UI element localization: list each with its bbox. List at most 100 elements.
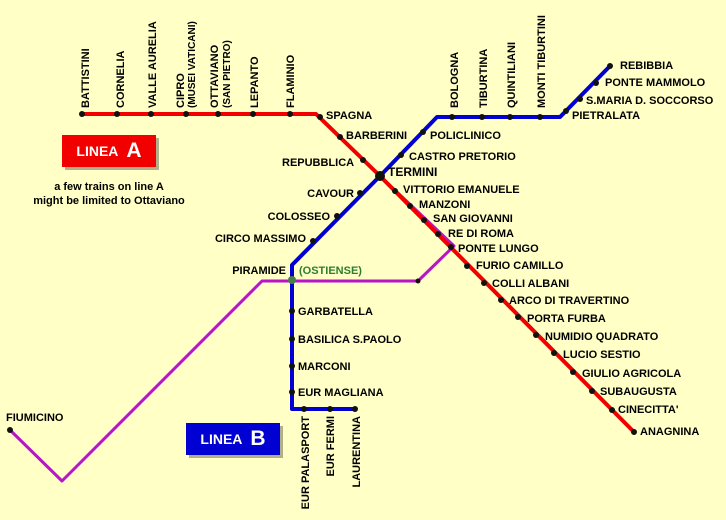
label-vittorio-emanuele: VITTORIO EMANUELE — [403, 184, 520, 196]
label-cavour: CAVOUR — [307, 188, 354, 200]
label-lepanto: LEPANTO — [249, 56, 261, 108]
station-dot-colosseo[interactable] — [334, 213, 340, 219]
label-manzoni: MANZONI — [419, 199, 470, 211]
label-lucio-sestio: LUCIO SESTIO — [563, 349, 641, 361]
station-dot-subaugusta[interactable] — [589, 388, 595, 394]
line-a-note-line2: might be limited to Ottaviano — [33, 195, 185, 207]
label-cornelia: CORNELIA — [115, 51, 127, 109]
line-a-legend-word: LINEA — [76, 143, 119, 159]
station-dot-rebibbia[interactable] — [607, 63, 613, 69]
station-dot-anagnina[interactable] — [631, 429, 637, 435]
station-dot-porta-furba[interactable] — [515, 314, 521, 320]
station-dot-cinecitta[interactable] — [609, 407, 615, 413]
label-subaugusta: SUBAUGUSTA — [600, 386, 677, 398]
line-a-note: a few trains on line A might be limited … — [20, 180, 198, 208]
station-dot-manzoni[interactable] — [407, 203, 413, 209]
line-a-legend-letter: A — [126, 139, 142, 162]
label-santa-maria: S.MARIA D. SOCCORSO — [586, 95, 714, 107]
label-arco-di-travertino: ARCO DI TRAVERTINO — [509, 295, 630, 307]
station-dot-valle-aurelia[interactable] — [148, 111, 154, 117]
label-san-giovanni: SAN GIOVANNI — [433, 213, 513, 225]
label-ostiense: (OSTIENSE) — [299, 265, 362, 277]
label-marconi: MARCONI — [298, 361, 351, 373]
line-b-legend-letter: B — [250, 427, 266, 450]
label-termini: TERMINI — [388, 165, 437, 179]
station-dot-termini[interactable] — [375, 171, 385, 181]
station-dot-arco-di-travertino[interactable] — [498, 297, 504, 303]
station-dot-monti-tiburtini[interactable] — [537, 114, 543, 120]
label-cinecitta: CINECITTA' — [618, 404, 679, 416]
station-dot-laurentina[interactable] — [352, 406, 358, 412]
line-b-legend-word: LINEA — [200, 431, 243, 447]
label-quintiliani: QUINTILIANI — [506, 42, 518, 108]
station-dot-ponte-lungo[interactable] — [448, 244, 454, 250]
station-dot-colli-albani[interactable] — [481, 280, 487, 286]
station-dot-garbatella[interactable] — [289, 308, 295, 314]
label-fiumicino: FIUMICINO — [6, 412, 64, 424]
label-re-di-roma: RE DI ROMA — [448, 228, 514, 240]
label-tiburtina: TIBURTINA — [478, 49, 490, 108]
station-dot-flaminio[interactable] — [287, 111, 293, 117]
station-dot-piramide[interactable] — [288, 276, 296, 284]
label-numidio-quadrato: NUMIDIO QUADRATO — [545, 331, 659, 343]
label-eur-palasport: EUR PALASPORT — [300, 416, 312, 510]
station-dot-tiburtina[interactable] — [479, 114, 485, 120]
label-pietralata: PIETRALATA — [572, 110, 640, 122]
station-dot-circo-massimo[interactable] — [310, 238, 316, 244]
station-dot-eur-magliana[interactable] — [289, 389, 295, 395]
label-ponte-lungo: PONTE LUNGO — [458, 243, 539, 255]
label-cipro-line2: (MUSEI VATICANI) — [187, 21, 198, 108]
label-laurentina: LAURENTINA — [351, 416, 363, 488]
station-dot-re-di-roma[interactable] — [435, 231, 441, 237]
station-dot-ponte-mammolo[interactable] — [593, 80, 599, 86]
label-colosseo: COLOSSEO — [268, 211, 331, 223]
station-dot-lepanto[interactable] — [250, 111, 256, 117]
line-a-track — [82, 112, 636, 434]
line-a-note-line1: a few trains on line A — [54, 181, 164, 193]
line-a-legend: LINEA A — [62, 135, 156, 167]
station-dot-cornelia[interactable] — [114, 111, 120, 117]
label-ottaviano-line1: OTTAVIANO — [209, 44, 221, 108]
label-valle-aurelia: VALLE AURELIA — [147, 21, 159, 108]
station-dot-repubblica[interactable] — [360, 157, 366, 163]
station-dot-eur-fermi[interactable] — [327, 406, 333, 412]
label-rebibbia: REBIBBIA — [620, 60, 673, 72]
station-dot-numidio-quadrato[interactable] — [533, 332, 539, 338]
station-dot-vittorio-emanuele[interactable] — [392, 188, 398, 194]
station-dot-spagna[interactable] — [317, 114, 323, 120]
label-ottaviano-line2: (SAN PIETRO) — [222, 40, 233, 108]
station-dot-battistini[interactable] — [79, 111, 85, 117]
station-dot-castro-pretorio[interactable] — [398, 152, 404, 158]
station-dot-furio-camillo[interactable] — [464, 263, 470, 269]
label-repubblica: REPUBBLICA — [282, 157, 354, 169]
label-ponte-mammolo: PONTE MAMMOLO — [605, 77, 706, 89]
station-dot-fiumicino[interactable] — [7, 427, 13, 433]
label-circo-massimo: CIRCO MASSIMO — [215, 233, 307, 245]
station-dot-cipro[interactable] — [183, 111, 189, 117]
station-dot-bologna[interactable] — [449, 114, 455, 120]
station-dot-cavour[interactable] — [357, 190, 363, 196]
label-colli-albani: COLLI ALBANI — [492, 278, 569, 290]
station-dot-eur-palasport[interactable] — [301, 406, 307, 412]
station-dot-marconi[interactable] — [289, 363, 295, 369]
label-anagnina: ANAGNINA — [640, 426, 699, 438]
station-dot-barberini[interactable] — [337, 134, 343, 140]
station-dot-ottaviano[interactable] — [215, 111, 221, 117]
label-barberini: BARBERINI — [346, 130, 407, 142]
station-dot-basilica[interactable] — [289, 336, 295, 342]
station-dot-lucio-sestio[interactable] — [551, 350, 557, 356]
label-bologna: BOLOGNA — [449, 52, 461, 108]
station-dot-policlinico[interactable] — [420, 129, 426, 135]
label-garbatella: GARBATELLA — [298, 306, 373, 318]
label-furio-camillo: FURIO CAMILLO — [476, 260, 564, 272]
station-dot-quintiliani[interactable] — [507, 114, 513, 120]
label-eur-magliana: EUR MAGLIANA — [298, 387, 384, 399]
label-cipro-line1: CIPRO — [175, 73, 187, 108]
station-dot-san-giovanni[interactable] — [421, 217, 427, 223]
station-dot-pietralata[interactable] — [563, 108, 569, 114]
station-dot-santa-maria[interactable] — [577, 96, 583, 102]
station-dot-giulio-agricola[interactable] — [570, 369, 576, 375]
line-b-legend: LINEA B — [186, 423, 280, 455]
